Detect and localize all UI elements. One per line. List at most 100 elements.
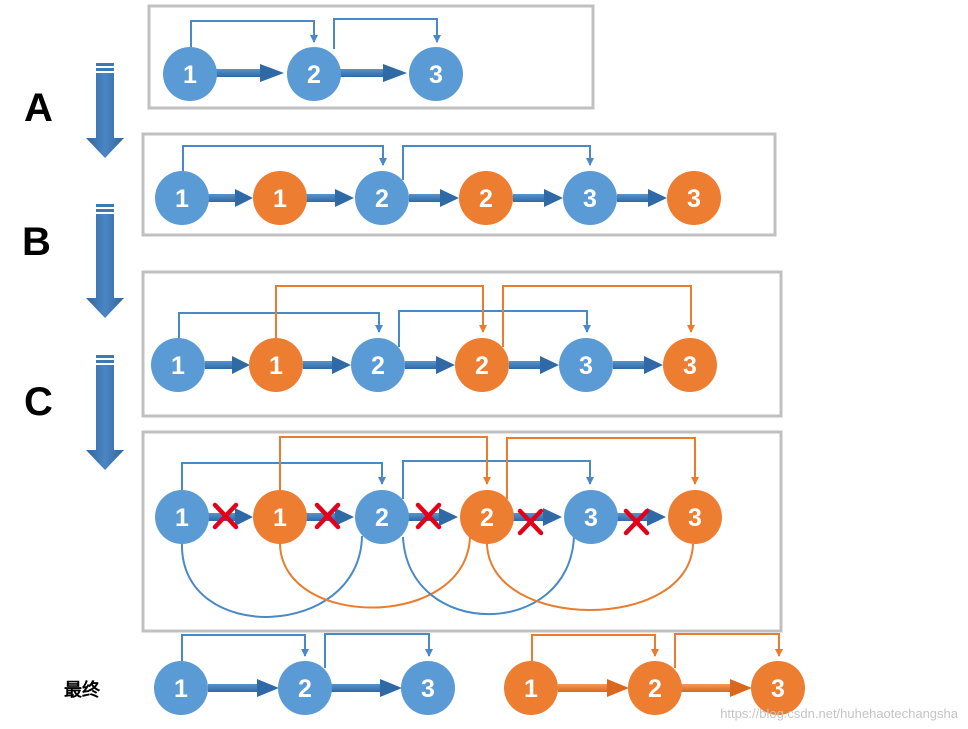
cross-mark-icon <box>212 502 239 530</box>
list-node: 2 <box>278 661 332 715</box>
next-pointer <box>205 361 233 369</box>
watermark-text: https://blog.csdn.net/huhehaotechangsha <box>720 706 958 721</box>
next-pointer-head <box>543 508 562 526</box>
next-pointer <box>558 684 608 692</box>
next-pointer <box>408 513 440 521</box>
next-pointer-head <box>380 679 402 697</box>
random-pointer-copy <box>275 285 487 338</box>
random-pointer <box>333 18 441 49</box>
list-node: 2 <box>351 338 405 392</box>
list-node: 1 <box>155 171 209 225</box>
list-node: 2 <box>455 338 509 392</box>
next-pointer <box>409 194 441 202</box>
svg-text:3: 3 <box>429 61 443 89</box>
list-node: 1 <box>154 661 208 715</box>
list-node: 1 <box>163 47 217 101</box>
step-label-a: A <box>24 86 53 130</box>
cross-mark-icon <box>517 508 544 536</box>
next-pointer-head <box>257 679 279 697</box>
next-pointer-head <box>260 64 284 82</box>
svg-text:1: 1 <box>174 675 188 703</box>
list-node: 1 <box>151 338 205 392</box>
cross-mark-icon <box>415 502 442 530</box>
final-list-copy: 1 2 3 <box>504 633 805 715</box>
svg-text:2: 2 <box>480 504 494 532</box>
next-pointer <box>331 684 381 692</box>
random-pointer <box>181 634 309 661</box>
next-pointer-head <box>648 189 667 207</box>
svg-text:2: 2 <box>475 352 489 380</box>
panel-frame-1 <box>147 4 595 110</box>
new-next-link <box>402 535 575 616</box>
next-pointer <box>405 361 437 369</box>
random-pointer <box>178 312 383 338</box>
next-pointer-head <box>730 679 752 697</box>
random-pointer-copy <box>506 437 699 499</box>
next-pointer <box>509 361 541 369</box>
next-pointer-head <box>540 356 559 374</box>
new-next-link <box>279 535 471 609</box>
svg-text:2: 2 <box>375 185 389 213</box>
random-pointer <box>182 145 387 171</box>
svg-text:2: 2 <box>648 675 662 703</box>
cross-mark-icon <box>623 508 650 536</box>
next-pointer-head <box>383 64 407 82</box>
next-pointer <box>339 69 384 77</box>
svg-text:2: 2 <box>479 185 493 213</box>
list-node: 3 <box>409 47 463 101</box>
random-pointer <box>402 460 594 499</box>
new-next-link <box>486 543 694 611</box>
list-node: 2 <box>355 171 409 225</box>
next-pointer <box>216 69 261 77</box>
next-pointer-head <box>440 189 459 207</box>
next-pointer-head <box>335 189 354 207</box>
random-pointer <box>324 633 433 668</box>
final-label: 最终 <box>64 679 101 701</box>
svg-text:3: 3 <box>421 675 435 703</box>
svg-text:3: 3 <box>584 504 598 532</box>
step-label-c: C <box>24 380 53 424</box>
list-node: 3 <box>663 338 717 392</box>
list-node: 1 <box>253 490 307 544</box>
random-pointer-copy <box>674 633 783 668</box>
random-pointer-copy <box>531 634 659 661</box>
random-pointer <box>398 310 591 347</box>
svg-text:1: 1 <box>175 504 189 532</box>
list-node: 1 <box>155 490 209 544</box>
svg-text:1: 1 <box>175 185 189 213</box>
next-pointer <box>613 361 645 369</box>
next-pointer-head <box>544 189 563 207</box>
panel-frame-3 <box>141 270 783 418</box>
list-node: 2 <box>460 490 514 544</box>
panel-frame-4 <box>141 430 783 633</box>
next-pointer-head <box>232 356 250 374</box>
random-pointer-copy <box>279 436 491 490</box>
next-pointer <box>306 513 336 521</box>
next-pointer <box>617 194 649 202</box>
step-arrow-c <box>86 355 124 470</box>
list-node: 3 <box>401 661 455 715</box>
svg-text:1: 1 <box>273 185 287 213</box>
list-node: 3 <box>563 171 617 225</box>
next-pointer-head <box>332 356 351 374</box>
list-node: 3 <box>668 490 722 544</box>
svg-text:1: 1 <box>269 352 283 380</box>
next-pointer <box>513 194 545 202</box>
cross-mark-icon <box>314 502 341 530</box>
panel-3: 1 1 2 2 3 3 <box>151 285 717 392</box>
next-pointer-head <box>335 508 354 526</box>
list-node: 2 <box>355 490 409 544</box>
list-node: 2 <box>628 661 682 715</box>
svg-text:1: 1 <box>171 352 185 380</box>
step-arrow-a <box>86 63 124 158</box>
svg-text:2: 2 <box>375 504 389 532</box>
next-pointer-head <box>647 508 666 526</box>
svg-text:3: 3 <box>687 185 701 213</box>
svg-text:1: 1 <box>273 504 287 532</box>
random-pointer-copy <box>502 285 695 347</box>
svg-text:3: 3 <box>688 504 702 532</box>
svg-text:3: 3 <box>579 352 593 380</box>
new-next-link <box>180 535 363 618</box>
next-pointer <box>303 361 333 369</box>
step-label-b: B <box>22 220 51 264</box>
